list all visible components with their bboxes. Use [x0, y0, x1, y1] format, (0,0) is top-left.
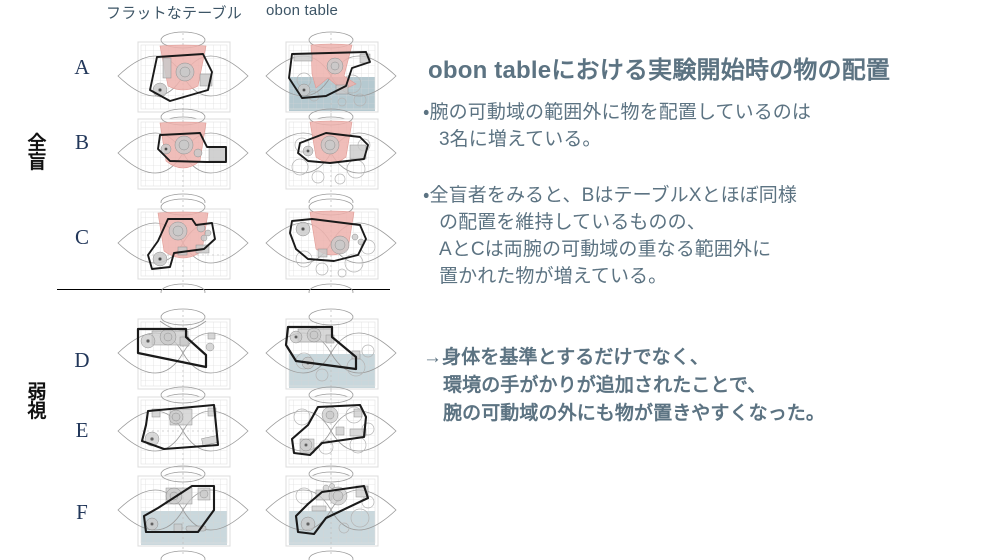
row-letter-e: E [75, 418, 89, 442]
bullet-1-line-2: 3名に増えている。 [439, 128, 602, 150]
bullet-block-1: ・腕の可動域の範囲外に物を配置しているのは 3名に増えている。 [423, 100, 811, 154]
bullet-2-line-3: AとCは両腕の可動域の重なる範囲外に [439, 238, 772, 260]
diagram-cell-a-obon [256, 28, 406, 126]
group-label-blind-char-2: 盲 [27, 152, 47, 174]
group-label-low-vision-char-1: 弱 [27, 382, 47, 403]
conclusion-line-3: 腕の可動域の外にも物が置きやすくなった。 [443, 403, 826, 425]
page-title: obon tableにおける実験開始時の物の配置 [428, 57, 891, 84]
conclusion-line-1: →身体を基準とするだけでなく、 [423, 347, 709, 368]
group-label-low-vision: 弱 視 [24, 383, 50, 422]
diagram-cell-c-flat [108, 195, 258, 293]
column-header-flat-table: フラットなテーブル [106, 5, 242, 22]
diagram-cell-b-obon [256, 105, 406, 203]
row-letter-b: B [74, 130, 89, 154]
bullet-2-line-4: 置かれた物が増えている。 [439, 265, 668, 287]
row-letter-c: C [74, 225, 89, 249]
diagram-cell-f-flat [108, 462, 258, 560]
diagram-cell-e-flat [108, 383, 258, 481]
row-letter-f: F [76, 500, 88, 524]
conclusion-line-2: 環境の手がかりが追加されたことで、 [443, 375, 767, 397]
row-letter-a: A [74, 55, 90, 79]
column-header-obon-table: obon table [266, 2, 339, 19]
text-panel: obon tableにおける実験開始時の物の配置 ・腕の可動域の範囲外に物を配置… [415, 0, 982, 558]
diagram-cell-d-obon [256, 305, 406, 403]
bullet-2-line-1: ・全盲者をみると、BはテーブルXとほぼ同様 [423, 185, 798, 206]
row-letter-d: D [74, 348, 90, 372]
bullet-block-2: ・全盲者をみると、BはテーブルXとほぼ同様 の配置を維持しているものの、 AとC… [423, 183, 797, 291]
diagram-cell-b-flat [108, 105, 258, 203]
group-divider [57, 289, 390, 290]
bullet-2-line-2: の配置を維持しているものの、 [439, 211, 706, 233]
figure-panel: フラットなテーブル obon table 全 盲 弱 視 A B C D E F [0, 0, 415, 560]
diagram-cell-e-obon [256, 383, 406, 481]
group-label-blind: 全 盲 [24, 134, 50, 173]
conclusion-block: →身体を基準とするだけでなく、 環境の手がかりが追加されたことで、 腕の可動域の… [423, 344, 825, 428]
diagram-cell-c-obon [256, 195, 406, 293]
group-label-blind-char-1: 全 [27, 133, 47, 154]
diagram-cell-f-obon [256, 462, 406, 560]
group-label-low-vision-char-2: 視 [27, 401, 47, 423]
bullet-1-line-1: ・腕の可動域の範囲外に物を配置しているのは [423, 102, 811, 123]
diagram-cell-d-flat [108, 305, 258, 403]
